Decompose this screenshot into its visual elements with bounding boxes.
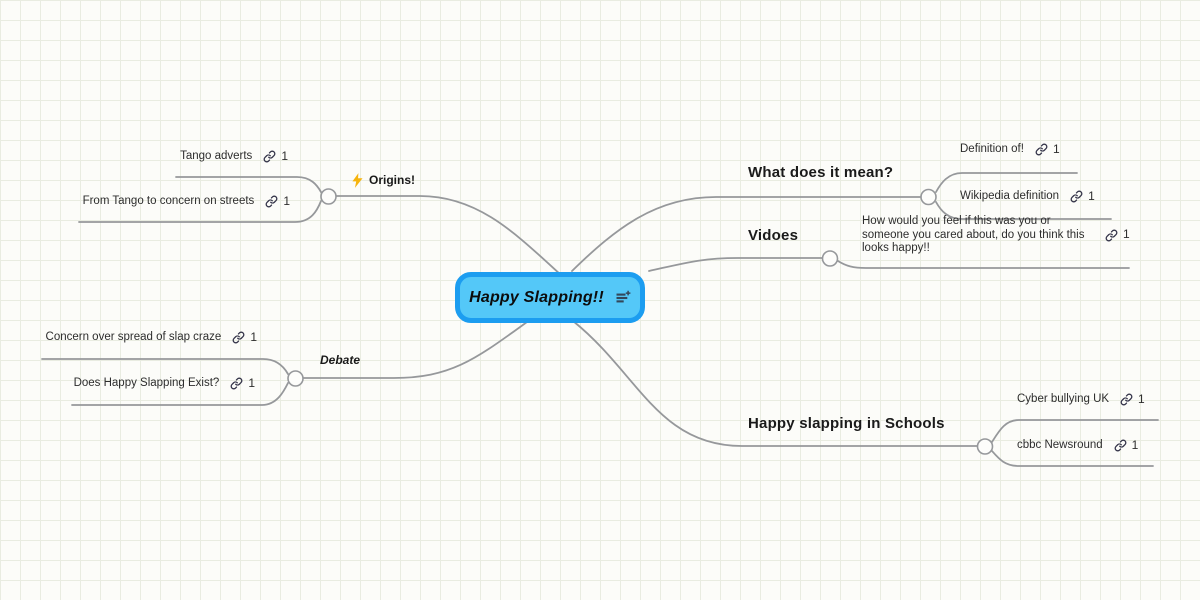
link-icon[interactable] [1120, 393, 1133, 406]
toggle-schools[interactable] [976, 438, 994, 455]
toggle-origins[interactable] [320, 188, 337, 205]
node-label: Debate [320, 353, 361, 367]
node-debate[interactable]: Debate [320, 353, 361, 368]
node-label: How would you feel if this was you or so… [862, 215, 1085, 254]
link-icon[interactable] [1114, 439, 1127, 452]
node-vidoes[interactable]: Vidoes [748, 227, 798, 244]
connector-origins [335, 195, 562, 276]
root-topic-label: Happy Slapping!! [469, 288, 604, 306]
node-what-does-it-mean[interactable]: What does it mean? [748, 164, 893, 181]
connector-tango-adverts [175, 176, 322, 193]
connector-wikipedia [935, 201, 1112, 220]
lightning-icon [352, 173, 363, 188]
node-label: Happy slapping in Schools [748, 415, 945, 432]
link-count: 1 [1123, 227, 1130, 242]
node-cbbc[interactable]: cbbc Newsround 1 [1017, 438, 1139, 453]
link-count: 1 [248, 376, 255, 390]
link-icon[interactable] [232, 331, 245, 344]
link-count: 1 [1138, 392, 1145, 406]
toggle-what-does-it-mean[interactable] [920, 188, 937, 206]
link-count: 1 [283, 194, 290, 208]
link-count: 1 [1052, 142, 1060, 156]
node-schools[interactable]: Happy slapping in Schools [748, 415, 945, 432]
node-label: Concern over spread of slap craze [45, 331, 222, 344]
toggle-debate[interactable] [287, 370, 304, 387]
node-label: Wikipedia definition [960, 190, 1060, 203]
connector-schools [572, 320, 978, 447]
toggle-vidoes[interactable] [821, 250, 839, 267]
node-label: Does Happy Slapping Exist? [73, 377, 220, 390]
link-count: 1 [281, 149, 288, 163]
node-label: Vidoes [748, 227, 799, 244]
connector-cbbc [991, 450, 1154, 467]
link-icon[interactable] [1070, 190, 1083, 203]
node-wikipedia[interactable]: Wikipedia definition 1 [960, 189, 1095, 204]
connector-definition [935, 172, 1078, 193]
link-icon[interactable] [230, 377, 243, 390]
connector-cyber-bullying [991, 419, 1159, 443]
connector-from-tango [78, 200, 322, 223]
node-label: cbbc Newsround [1017, 439, 1103, 452]
node-label: What does it mean? [748, 164, 894, 181]
node-label: From Tango to concern on streets [82, 195, 255, 208]
link-icon[interactable] [1035, 143, 1048, 156]
node-how-would-you-feel[interactable]: How would you feel if this was you or so… [862, 215, 1130, 256]
connector-what-does-it-mean [571, 196, 922, 272]
node-label: Tango adverts [180, 150, 253, 163]
note-add-icon[interactable] [615, 290, 631, 306]
node-from-tango[interactable]: From Tango to concern on streets 1 [82, 194, 290, 209]
node-does-exist[interactable]: Does Happy Slapping Exist? 1 [73, 376, 255, 391]
connector-does-exist [71, 382, 289, 406]
node-label: Cyber bullying UK [1017, 393, 1110, 406]
link-icon[interactable] [1105, 229, 1118, 242]
link-count: 1 [250, 330, 257, 344]
node-label: Origins! [369, 172, 416, 187]
link-count: 1 [1088, 189, 1095, 203]
node-definition[interactable]: Definition of! 1 [960, 142, 1060, 157]
root-topic[interactable]: Happy Slapping!! [455, 272, 645, 323]
link-count: 1 [1131, 438, 1139, 452]
node-tango-adverts[interactable]: Tango adverts 1 [180, 149, 288, 164]
link-icon[interactable] [265, 195, 278, 208]
node-concern[interactable]: Concern over spread of slap craze 1 [45, 330, 257, 345]
link-icon[interactable] [263, 150, 276, 163]
connector-vidoes [648, 257, 823, 272]
connector-debate [302, 321, 528, 379]
connector-how-would-you-feel [837, 260, 1130, 269]
node-origins[interactable]: Origins! [352, 173, 415, 188]
node-cyber-bullying[interactable]: Cyber bullying UK 1 [1017, 392, 1145, 407]
connector-concern [41, 358, 289, 375]
node-label: Definition of! [960, 143, 1024, 156]
